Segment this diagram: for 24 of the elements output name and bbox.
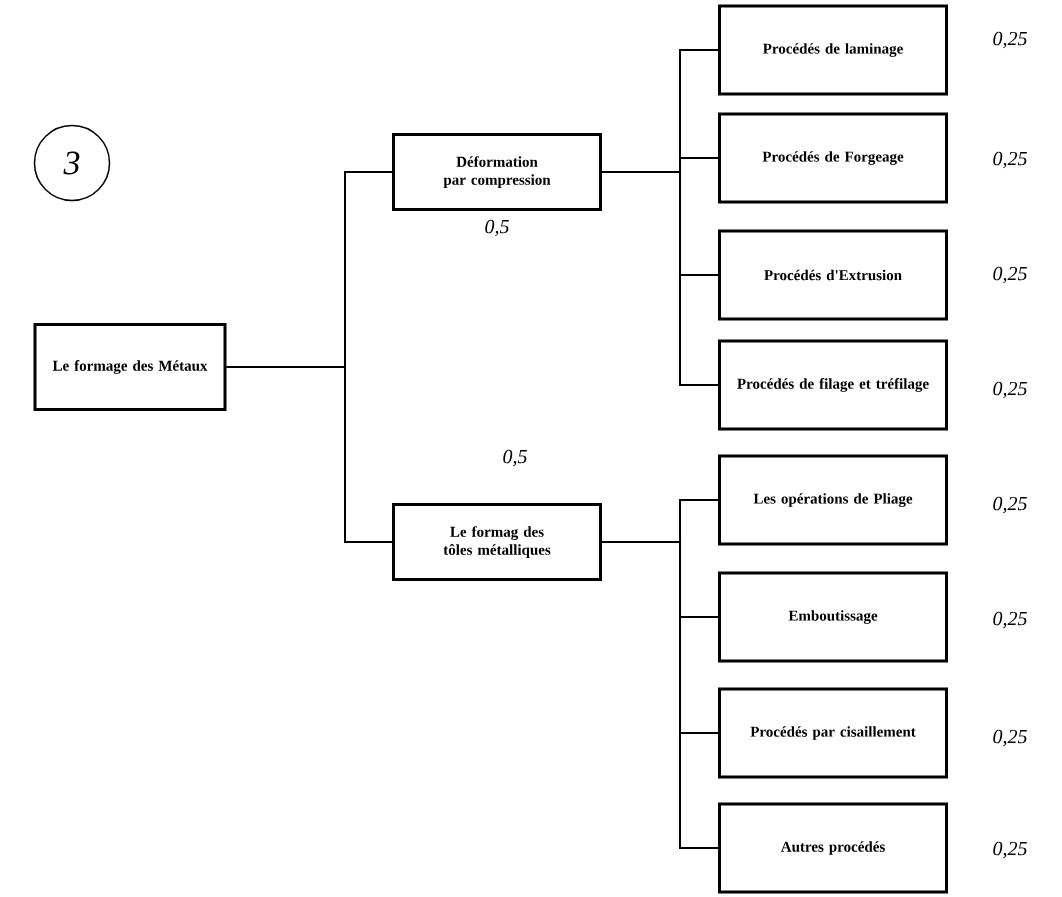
process-box: Les opérations de Pliage bbox=[718, 454, 948, 546]
score-note: 0,25 bbox=[993, 266, 1027, 284]
process-box: Le formag des tôles métalliques bbox=[392, 503, 602, 581]
score-note: 0,25 bbox=[993, 496, 1027, 514]
score-note: 0,25 bbox=[993, 841, 1027, 859]
score-note: 0,25 bbox=[993, 381, 1027, 399]
process-box: Le formage des Métaux bbox=[33, 323, 227, 411]
process-box: Procédés de laminage bbox=[718, 4, 948, 96]
process-box: Procédés de filage et tréfilage bbox=[718, 339, 948, 431]
circled-number: 3 bbox=[33, 124, 111, 202]
score-note: 0,5 bbox=[503, 449, 527, 467]
connector-line bbox=[225, 366, 393, 543]
connector-line bbox=[601, 541, 719, 849]
process-box: Autres procédés bbox=[718, 802, 948, 894]
score-note: 0,25 bbox=[993, 31, 1027, 49]
process-box: Déformation par compression bbox=[392, 133, 602, 211]
process-box: Emboutissage bbox=[718, 571, 948, 663]
process-box: Procédés de Forgeage bbox=[718, 112, 948, 204]
process-box: Procédés par cisaillement bbox=[718, 687, 948, 779]
connector-line bbox=[601, 171, 719, 386]
score-note: 0,25 bbox=[993, 151, 1027, 169]
score-note: 0,25 bbox=[993, 611, 1027, 629]
process-box: Procédés d'Extrusion bbox=[718, 229, 948, 321]
score-note: 0,25 bbox=[993, 729, 1027, 747]
